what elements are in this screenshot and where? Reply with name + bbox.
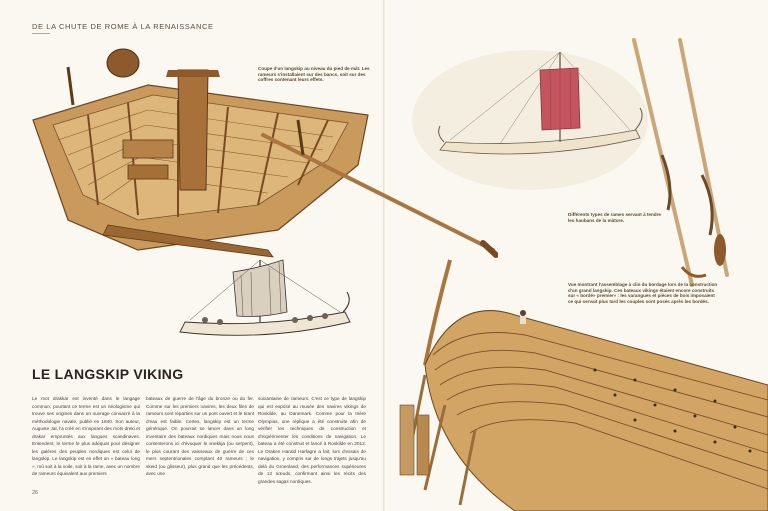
- red-sail-ship-illustration: [412, 50, 648, 190]
- body-column-1: Le mot drakkar est inventé dans le langa…: [32, 396, 140, 476]
- article-title: LE LANGSKIP VIKING: [32, 366, 184, 382]
- chapter-heading: DE LA CHUTE DE ROME À LA RENAISSANCE: [32, 22, 214, 31]
- chapter-rule: [32, 33, 50, 34]
- page-gutter: [383, 0, 385, 511]
- cutaway-ship-illustration: [32, 48, 498, 258]
- page-number: 26: [32, 490, 39, 496]
- hull-construction-illustration: [399, 259, 768, 511]
- body-column-3: soixantaine de rameurs. C'est ce type de…: [258, 396, 366, 484]
- oars-caption: Différents types de rames servant à tend…: [568, 212, 661, 223]
- oars-illustration: [632, 38, 729, 287]
- sailing-ship-drawing: [179, 259, 351, 336]
- cutaway-caption: Coupe d'un langskip au niveau du pied de…: [258, 66, 370, 83]
- hull-caption: Vue montrant l'assemblage à clin du bord…: [568, 282, 718, 304]
- body-column-2: bateaux de guerre de l'âge du bronze ou …: [146, 396, 254, 476]
